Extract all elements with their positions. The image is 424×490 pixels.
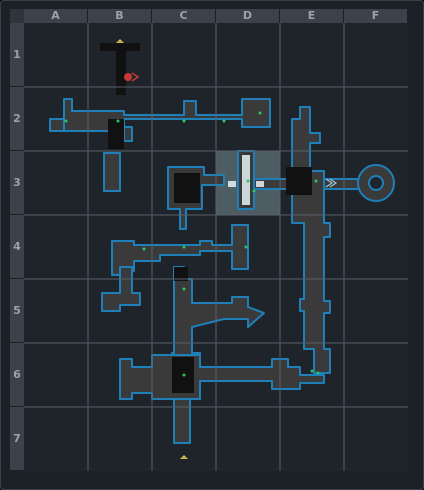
item-dot[interactable] (316, 371, 320, 375)
door-chevron-icon (131, 72, 140, 82)
item-dot[interactable] (182, 245, 186, 249)
selected-room-highlight (242, 155, 250, 205)
item-dot[interactable] (182, 287, 186, 291)
room-b5[interactable] (101, 266, 141, 312)
item-dot[interactable] (182, 119, 186, 123)
dungeon-map[interactable] (24, 23, 408, 471)
grid-corner (10, 9, 24, 23)
column-header-f: F (344, 9, 408, 23)
row-header-6: 6 (10, 343, 24, 407)
item-dot[interactable] (310, 369, 314, 373)
dark-room-b2 (108, 119, 124, 149)
item-dot[interactable] (142, 247, 146, 251)
item-dot[interactable] (252, 189, 256, 193)
exit-arrow-icon[interactable] (116, 39, 124, 43)
row-header-4: 4 (10, 215, 24, 279)
item-dot[interactable] (246, 179, 250, 183)
item-dot[interactable] (244, 245, 248, 249)
column-header-b: B (88, 9, 152, 23)
row-header-5: 5 (10, 279, 24, 343)
item-dot[interactable] (258, 111, 262, 115)
selected-room-door-right (256, 181, 264, 187)
selected-room-door-left (228, 181, 236, 187)
circle-room-icon (368, 175, 384, 191)
row-header-2: 2 (10, 87, 24, 151)
column-header-d: D (216, 9, 280, 23)
column-header-a: A (24, 9, 88, 23)
dark-room-b1 (116, 43, 126, 95)
player-marker-icon[interactable] (124, 73, 132, 81)
row-header-1: 1 (10, 23, 24, 87)
dark-room-c4 (174, 267, 188, 281)
column-header-e: E (280, 9, 344, 23)
dark-room-e3 (286, 167, 312, 195)
row-header-7: 7 (10, 407, 24, 471)
column-header-c: C (152, 9, 216, 23)
item-dot[interactable] (64, 119, 68, 123)
room-a2-west[interactable] (49, 118, 65, 132)
exit-arrow-icon[interactable] (180, 455, 188, 459)
item-dot[interactable] (116, 119, 120, 123)
room-b3[interactable] (103, 152, 121, 192)
item-dot[interactable] (182, 373, 186, 377)
row-header-3: 3 (10, 151, 24, 215)
item-dot[interactable] (314, 179, 318, 183)
dark-room-c3 (174, 173, 200, 203)
item-dot[interactable] (222, 119, 226, 123)
door-chevron-icon (325, 178, 338, 188)
